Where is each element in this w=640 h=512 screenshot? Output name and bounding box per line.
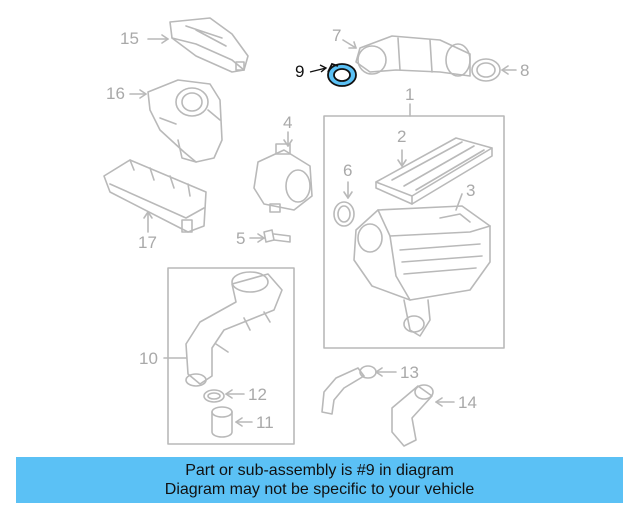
arrow-12 — [225, 389, 233, 399]
part-17-air-scoop — [103, 159, 207, 233]
air-cleaner-assembly-box — [323, 115, 505, 349]
arrow-6 — [343, 191, 353, 199]
part-2-air-filter — [375, 137, 493, 205]
part-10-intake-tube — [185, 271, 283, 387]
callout-5: 5 — [236, 229, 246, 248]
part-5-bolt — [263, 229, 291, 243]
callout-11: 11 — [256, 413, 274, 432]
info-banner: Part or sub-assembly is #9 in diagram Di… — [16, 457, 623, 503]
banner-line-part: Part or sub-assembly is #9 in diagram — [185, 462, 454, 479]
part-9-highlighted-clamp — [327, 62, 357, 87]
callout-4: 4 — [283, 113, 293, 132]
arrow-9 — [319, 64, 328, 73]
part-16-intake-elbow — [147, 79, 223, 163]
part-13-vent-hose — [321, 365, 377, 415]
callout-3: 3 — [466, 181, 476, 200]
leader-9 — [309, 67, 327, 73]
arrow-13 — [375, 367, 383, 377]
arrow-5 — [257, 233, 265, 243]
part-6-gasket — [333, 201, 355, 227]
part-3-air-cleaner-housing — [353, 205, 491, 337]
leader-3 — [455, 193, 463, 211]
callout-1: 1 — [405, 85, 415, 104]
arrow-11 — [235, 417, 243, 427]
arrow-7 — [348, 41, 357, 49]
callout-7: 7 — [332, 26, 342, 45]
arrow-14 — [435, 397, 443, 407]
part-4-maf-sensor — [253, 143, 313, 213]
part-11-sleeve — [211, 406, 233, 438]
callout-15: 15 — [120, 29, 139, 48]
arrow-17 — [143, 211, 153, 219]
arrow-2 — [397, 159, 407, 167]
arrow-15 — [161, 34, 169, 44]
intake-duct-kit-box — [167, 267, 295, 445]
callout-13: 13 — [400, 363, 419, 382]
callout-9: 9 — [295, 62, 305, 81]
part-7-intake-hose — [355, 35, 471, 77]
part-15-resonator — [169, 17, 249, 73]
banner-line-disclaimer: Diagram may not be specific to your vehi… — [164, 481, 475, 498]
arrow-8 — [501, 65, 509, 75]
callout-16: 16 — [106, 84, 125, 103]
callout-10: 10 — [139, 349, 158, 368]
callout-6: 6 — [343, 161, 353, 180]
callout-17: 17 — [138, 233, 157, 252]
part-8-hose-clamp — [471, 58, 501, 82]
arrow-4 — [283, 139, 293, 147]
part-14-elbow-hose — [391, 384, 434, 447]
part-12-clamp — [203, 389, 225, 403]
callout-8: 8 — [520, 61, 530, 80]
leader-7 — [342, 39, 357, 49]
callout-2: 2 — [397, 127, 407, 146]
arrow-16 — [139, 89, 147, 99]
callout-12: 12 — [248, 385, 267, 404]
callout-14: 14 — [458, 393, 477, 412]
